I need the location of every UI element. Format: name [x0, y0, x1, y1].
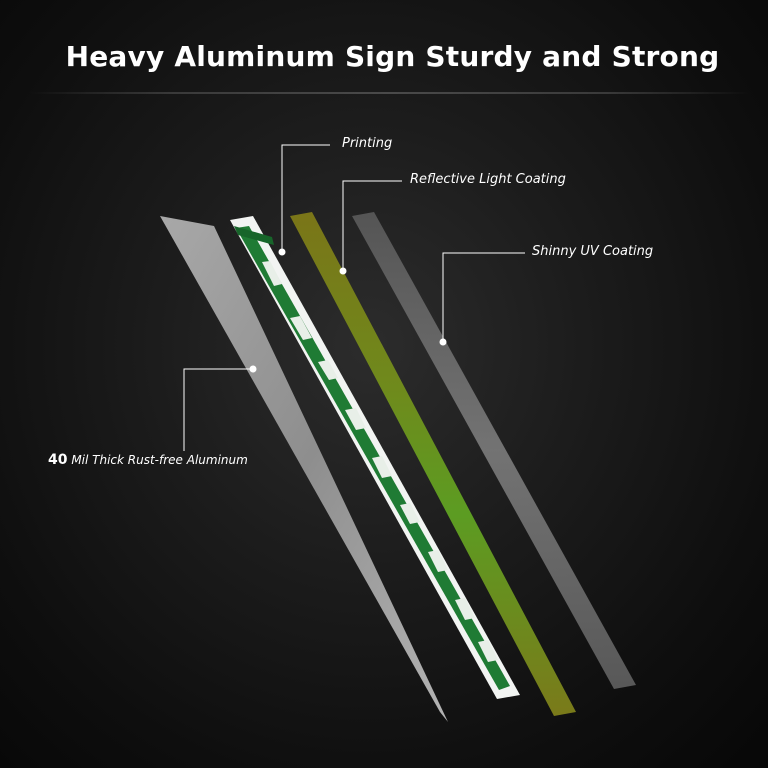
aluminum-description: Mil Thick Rust-free Aluminum — [71, 453, 248, 467]
aluminum-thickness-number: 40 — [48, 452, 68, 468]
aluminum-callout-line — [183, 368, 253, 451]
aluminum-callout-dot — [249, 365, 257, 373]
callout-lines — [183, 144, 525, 451]
reflective-coating-label: Reflective Light Coating — [410, 172, 566, 187]
page-title: Heavy Aluminum Sign Sturdy and Strong — [65, 40, 720, 73]
uv-callout-dot — [439, 338, 447, 346]
uv-coating-layer — [352, 212, 636, 689]
aluminum-label: 40 Mil Thick Rust-free Aluminum — [48, 452, 248, 468]
title-divider — [30, 92, 750, 94]
uv-coating-label: Shinny UV Coating — [532, 244, 654, 259]
aluminum-base-layer — [160, 216, 448, 722]
printing-label: Printing — [342, 136, 393, 151]
reflective-callout-line — [342, 180, 402, 271]
reflective-callout-dot — [339, 267, 347, 275]
callout-dots — [249, 248, 447, 373]
printing-callout-dot — [278, 248, 286, 256]
printing-layer — [230, 216, 520, 699]
printing-callout-line — [281, 144, 330, 252]
reflective-coating-layer — [290, 212, 576, 716]
uv-callout-line — [442, 252, 525, 342]
